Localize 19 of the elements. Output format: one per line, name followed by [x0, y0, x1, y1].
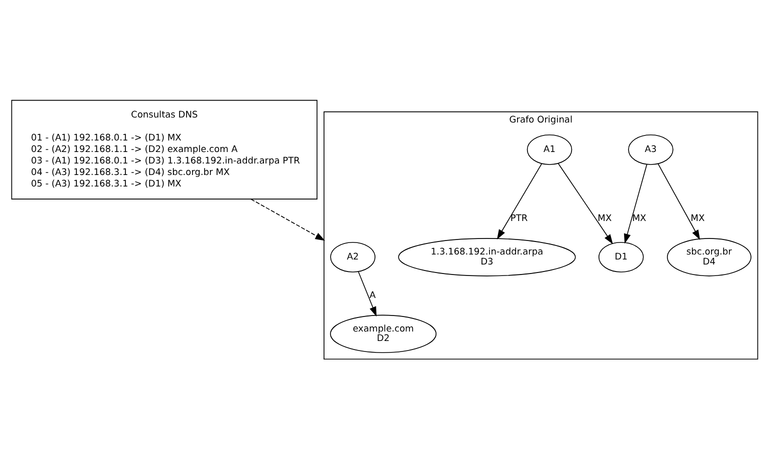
node-ellipse: 1.3.168.192.in-addr.arpa D3 — [398, 238, 576, 276]
node-ellipse: A3 — [628, 134, 674, 165]
node-ellipse: D1 — [598, 242, 644, 272]
arrow — [624, 164, 648, 244]
edge-label: MX — [690, 214, 705, 224]
node-ellipse: A2 — [330, 242, 376, 272]
arrow — [250, 198, 326, 241]
node-ellipse: example.com D2 — [330, 314, 436, 354]
arrow — [358, 271, 377, 317]
arrow — [658, 163, 700, 240]
node-box: Consultas DNS 01 - (A1) 192.168.0.1 -> (D1) MX 02 - (A2) 192.168.1.1 -> (D2) example.com A 03 - (A1) 192.168.0.1 -> (D3) 1.3.168.192.in-addr.arpa PTR 04 - (A3) 192.168.3.1 -> (D4) sbc.org.br MX 05 - (A3) 192.168.3.1 -> (D1) MX — [11, 100, 318, 200]
edge-label: MX — [632, 214, 646, 224]
node-ellipse: sbc.org.br D4 — [666, 238, 752, 276]
arrow — [496, 163, 542, 240]
arrow — [558, 163, 613, 244]
edge-label: PTR — [510, 214, 528, 224]
edge-label: A — [369, 290, 376, 301]
node-ellipse: A1 — [526, 134, 572, 165]
edge-label: MX — [598, 214, 612, 224]
